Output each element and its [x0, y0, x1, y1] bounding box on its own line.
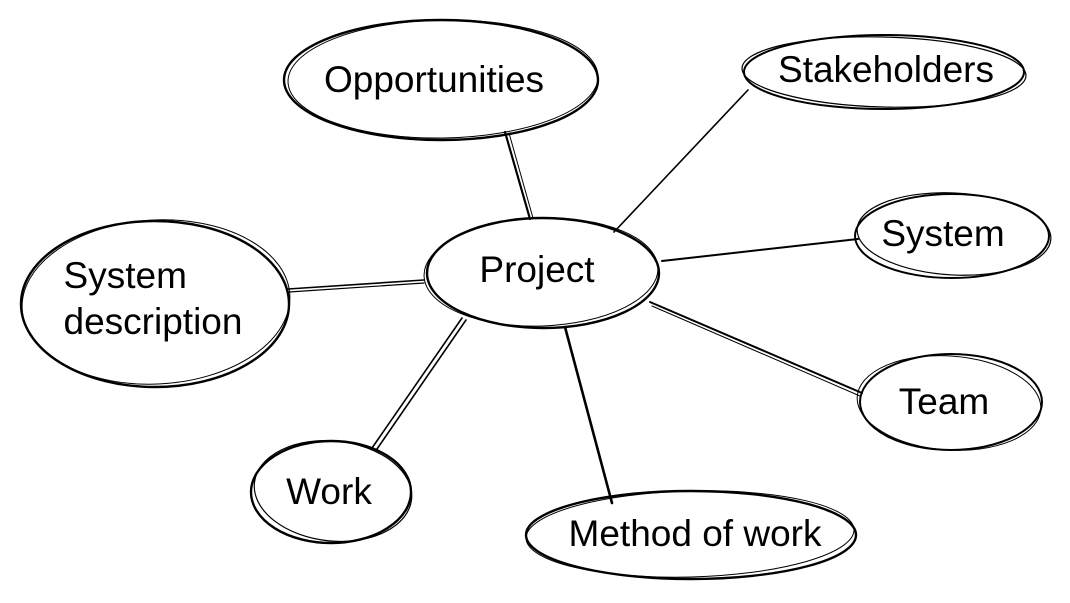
node-system-description-label: System description	[64, 253, 243, 345]
edge-project-stakeholders	[613, 89, 749, 233]
node-stakeholders-ellipse	[741, 34, 1027, 110]
node-project-label: Project	[479, 249, 595, 290]
node-system-description-line-1: System	[63, 255, 187, 296]
node-opportunities-ellipse	[282, 18, 600, 142]
edge-project-work	[371, 317, 467, 450]
node-system-ellipse	[854, 192, 1052, 279]
edge-project-system-description	[287, 279, 425, 293]
node-stakeholders-label: Stakeholders	[778, 49, 994, 90]
node-system-description-ellipse	[19, 219, 291, 389]
node-system-description-line-2: description	[63, 301, 243, 342]
node-project-ellipse	[423, 216, 661, 330]
edge-project-opportunities	[503, 130, 534, 221]
node-team-label: Team	[898, 381, 990, 422]
node-system-label: System	[881, 213, 1005, 254]
node-work-label: Work	[286, 471, 372, 512]
node-method-of-work-label: Method of work	[568, 513, 822, 554]
node-method-of-work-ellipse	[524, 489, 858, 581]
node-opportunities-label: Opportunities	[323, 59, 545, 100]
edge-project-method-of-work	[563, 325, 614, 505]
edge-project-team	[649, 301, 863, 397]
node-team-ellipse	[856, 353, 1043, 451]
edge-project-system	[661, 238, 859, 262]
node-work-ellipse	[249, 439, 413, 545]
